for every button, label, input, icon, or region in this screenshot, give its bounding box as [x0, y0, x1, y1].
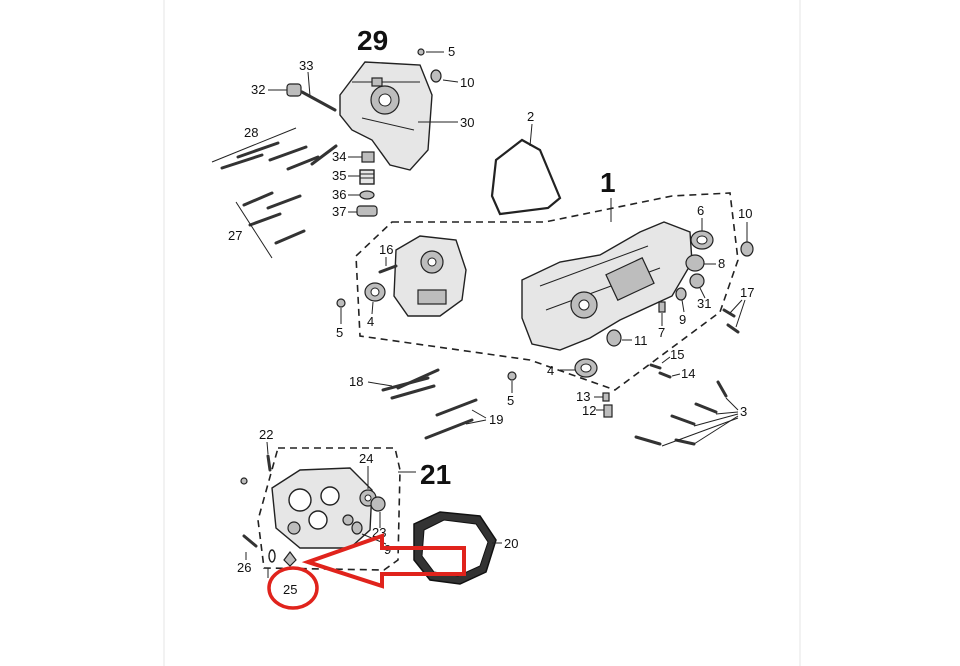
- seal-10-top: [430, 69, 459, 83]
- leader-33: [307, 71, 311, 97]
- bolt-26: [242, 534, 258, 560]
- label-5-top: 5: [448, 44, 455, 59]
- bearing-8: [685, 254, 716, 272]
- dashed-group-21: [257, 447, 401, 571]
- label-5-left: 5: [336, 325, 343, 340]
- label-12: 12: [582, 403, 596, 418]
- label-29: 29: [357, 25, 388, 56]
- highlight-circle: [267, 566, 319, 610]
- seal-11: [606, 329, 632, 347]
- label-37: 37: [332, 204, 346, 219]
- pin-7: [658, 301, 666, 326]
- highlight-arrow: [301, 533, 466, 589]
- label-6: 6: [697, 203, 704, 218]
- label-13: 13: [576, 389, 590, 404]
- label-19: 19: [489, 412, 503, 427]
- label-11: 11: [634, 333, 648, 348]
- label-15: 15: [670, 347, 684, 362]
- studs-18: [367, 368, 440, 400]
- parts-13-12: [594, 392, 613, 418]
- bearing-31: [689, 273, 706, 299]
- bearing-23: [370, 496, 386, 528]
- bearing-6: [690, 218, 714, 250]
- label-33: 33: [299, 58, 313, 73]
- label-36: 36: [332, 187, 346, 202]
- label-2: 2: [527, 109, 534, 124]
- bearing-4-right: [560, 358, 598, 378]
- screw-5-top: [417, 48, 444, 56]
- bolts-17: [722, 299, 746, 334]
- seal-10-right: [740, 222, 754, 257]
- label-25: 25: [283, 582, 297, 597]
- label-34: 34: [332, 149, 346, 164]
- label-1: 1: [600, 167, 616, 198]
- label-28: 28: [244, 125, 258, 140]
- cover-assembly-29: [339, 61, 433, 171]
- parts-34-37: [348, 151, 378, 217]
- label-26: 26: [237, 560, 251, 575]
- label-9-top: 9: [679, 312, 686, 327]
- label-10-right: 10: [738, 206, 752, 221]
- bolts-15-14: [649, 356, 681, 379]
- bolt-16: [378, 257, 398, 274]
- plug-32: [286, 83, 337, 112]
- label-20: 20: [504, 536, 518, 551]
- label-35: 35: [332, 168, 346, 183]
- bolts-28: [211, 127, 338, 171]
- screw-5-middle: [507, 371, 517, 393]
- label-21: 21: [420, 459, 451, 490]
- bolts-3: [634, 380, 739, 447]
- screw-5-left: [336, 298, 346, 324]
- label-8: 8: [718, 256, 725, 271]
- leader-2: [529, 123, 533, 147]
- label-30: 30: [460, 115, 474, 130]
- studs-19: [424, 398, 487, 440]
- label-16: 16: [379, 242, 393, 257]
- label-22: 22: [259, 427, 273, 442]
- label-10-top: 10: [460, 75, 474, 90]
- label-4-right: 4: [547, 363, 554, 378]
- label-18: 18: [349, 374, 363, 389]
- label-3: 3: [740, 404, 747, 419]
- dashed-group-1: [355, 192, 739, 391]
- o-ring-25: [267, 549, 297, 578]
- bolt-22: [240, 441, 272, 485]
- label-17: 17: [740, 285, 754, 300]
- label-7: 7: [658, 325, 665, 340]
- label-31: 31: [697, 296, 711, 311]
- bushing-9-top: [675, 287, 687, 313]
- gasket-2: [490, 138, 562, 216]
- label-32: 32: [251, 82, 265, 97]
- label-27: 27: [228, 228, 242, 243]
- cover-body-21: [271, 467, 373, 549]
- label-4-left: 4: [367, 314, 374, 329]
- bolts-27: [235, 191, 306, 259]
- crankcase-body: [521, 221, 693, 351]
- label-24: 24: [359, 451, 373, 466]
- label-5-middle: 5: [507, 393, 514, 408]
- crankcase-left-half: [393, 235, 467, 317]
- label-14: 14: [681, 366, 695, 381]
- bearing-4-left: [364, 282, 386, 315]
